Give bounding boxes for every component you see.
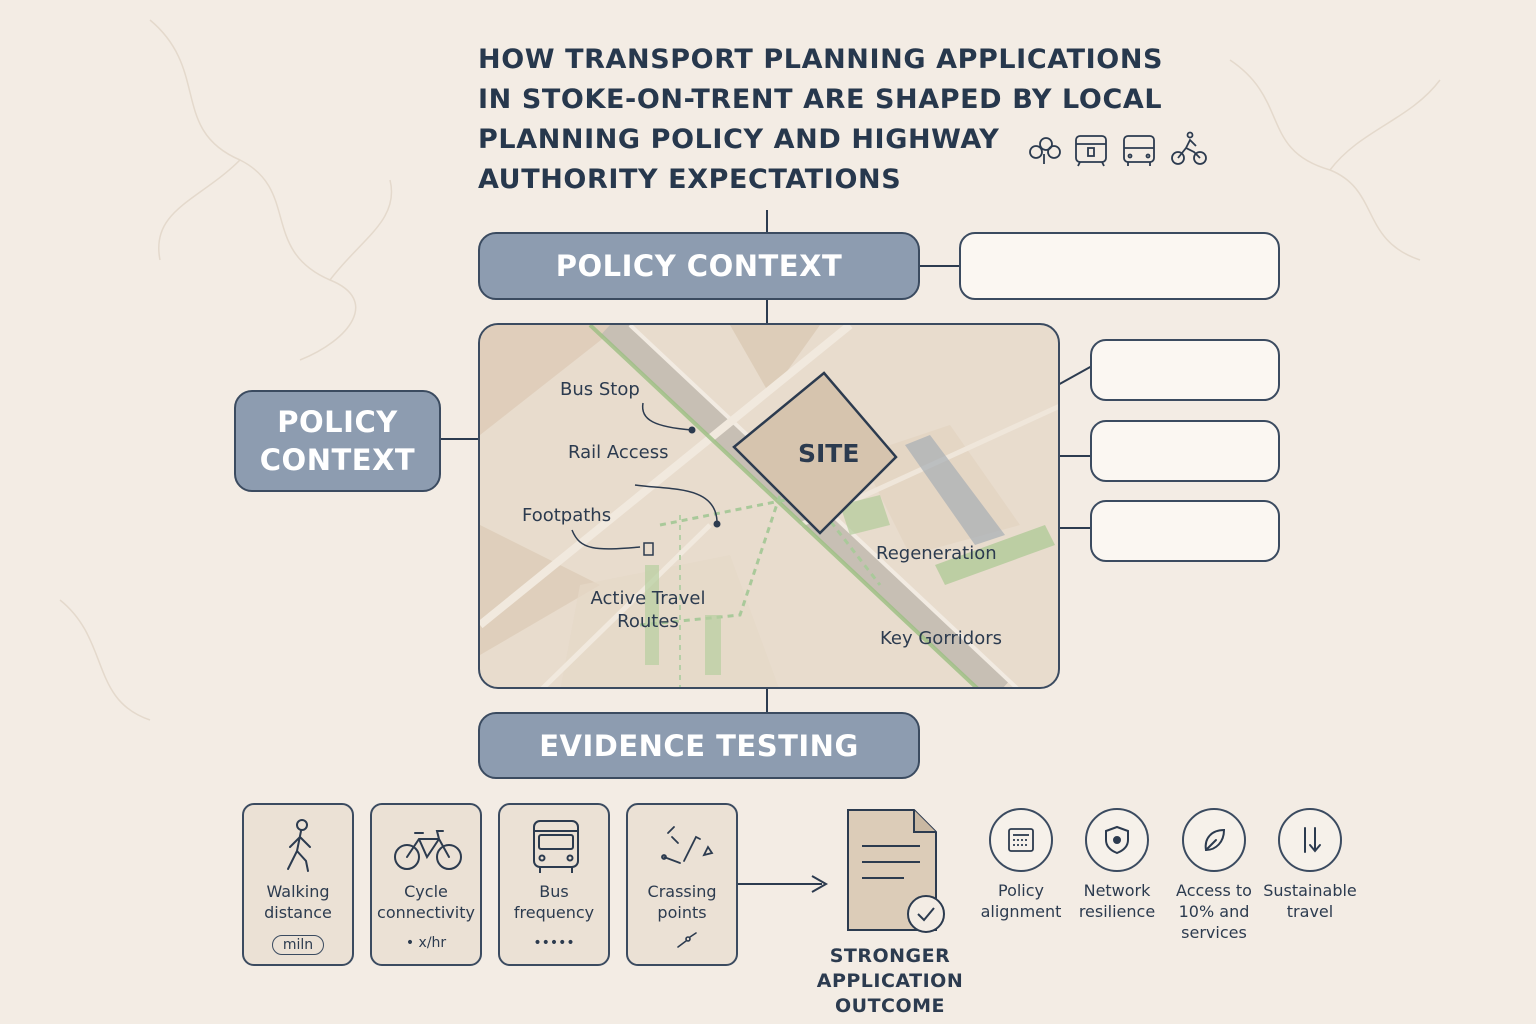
access-services-circle (1182, 808, 1246, 872)
walking-metric: miln (244, 935, 352, 955)
page-title: HOW TRANSPORT PLANNING APPLICATIONS IN S… (478, 40, 1198, 200)
map-graphics (480, 325, 1058, 687)
bus-metric: ••••• (533, 935, 575, 951)
evidence-card-walking: Walking distance miln (242, 803, 354, 966)
train-icon (1075, 135, 1107, 167)
active-travel-label-2: Routes (617, 611, 679, 632)
arrows-icon (1304, 827, 1321, 853)
empty-note-box-1 (1090, 339, 1280, 401)
cyclist-icon (1171, 131, 1207, 165)
evidence-card-bus: Bus frequency ••••• (498, 803, 610, 966)
walking-person-icon (287, 819, 311, 872)
calculator-icon (1008, 828, 1034, 852)
bus-stop-label: Bus Stop (560, 379, 640, 400)
crossing-small-icon (677, 932, 697, 948)
footpaths-label: Footpaths (522, 505, 612, 526)
leaf-icon (1204, 828, 1226, 852)
crossing-tools-icon (661, 826, 714, 864)
sustainable-travel-circle (1278, 808, 1342, 872)
outcome-label: STRONGER APPLICATION OUTCOME (816, 945, 964, 1017)
policy-context-left-pill: POLICY CONTEXT (234, 390, 441, 492)
crossing-points-label: Crassing points (647, 882, 717, 922)
bus-frequency-label: Bus frequency (513, 882, 595, 922)
policy-context-left-line-1: POLICY (277, 405, 398, 439)
tree-icon (1029, 137, 1061, 164)
empty-note-box-3 (1090, 500, 1280, 562)
rail-access-label: Rail Access (568, 442, 669, 463)
policy-context-left-line-2: CONTEXT (259, 443, 416, 477)
bus-front-icon (533, 820, 579, 873)
active-travel-label-1: Active Travel (590, 588, 706, 609)
evidence-testing-label: EVIDENCE TESTING (539, 728, 859, 763)
key-corridors-label: Key Gorridors (880, 628, 1003, 649)
evidence-testing-pill: EVIDENCE TESTING (478, 712, 920, 779)
shield-icon (1105, 825, 1129, 855)
policy-alignment-label: Policy alignment (980, 881, 1062, 921)
bus-icon (1123, 135, 1155, 166)
network-resilience-label: Network resilience (1078, 881, 1156, 921)
evidence-card-crossing: Crassing points (626, 803, 738, 966)
site-map: SITE Bus Stop Rail Access Footpaths Acti… (478, 323, 1060, 689)
policy-context-top-label: POLICY CONTEXT (555, 249, 843, 283)
empty-note-box-2 (1090, 420, 1280, 482)
title-line-3: PLANNING POLICY AND HIGHWAY (478, 124, 1000, 155)
title-line-4: AUTHORITY EXPECTATIONS (478, 164, 902, 195)
title-line-2: IN STOKE-ON-TRENT ARE SHAPED BY LOCAL (478, 84, 1163, 115)
title-line-1: HOW TRANSPORT PLANNING APPLICATIONS (478, 44, 1164, 75)
header-icons (1029, 131, 1207, 167)
policy-alignment-circle (989, 808, 1053, 872)
empty-note-box-top (959, 232, 1280, 300)
cycle-connectivity-label: Cycle connectivity (377, 882, 475, 922)
document-check-icon (847, 809, 945, 933)
access-services-label: Access to 10% and services (1176, 881, 1252, 942)
walking-distance-label: Walking distance (264, 882, 332, 922)
bicycle-icon (394, 830, 462, 870)
site-label: SITE (798, 439, 860, 468)
regeneration-label: Regeneration (876, 543, 997, 564)
network-resilience-circle (1085, 808, 1149, 872)
cycle-metric: • x/hr (405, 935, 447, 951)
walking-metric-value: miln (271, 935, 325, 955)
sustainable-travel-label: Sustainable travel (1263, 881, 1357, 921)
evidence-card-cycle: Cycle connectivity • x/hr (370, 803, 482, 966)
policy-context-top-pill: POLICY CONTEXT (478, 232, 920, 300)
